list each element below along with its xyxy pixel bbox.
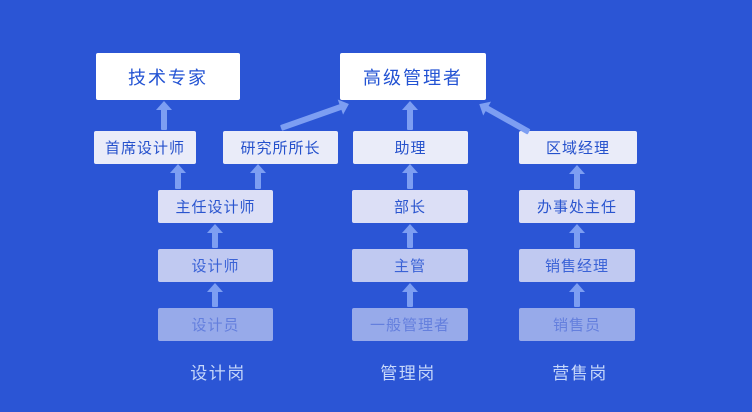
arrow-supervisor-to-minister <box>402 224 418 248</box>
node-junior-designer: 设计员 <box>158 308 273 341</box>
node-assistant: 助理 <box>353 131 468 164</box>
node-sales-manager: 销售经理 <box>519 249 635 282</box>
arrow-stem <box>407 291 413 307</box>
arrow-stem <box>407 172 413 189</box>
arrow-stem <box>574 291 580 307</box>
node-minister: 部长 <box>352 190 468 223</box>
node-tech-expert: 技术专家 <box>96 53 240 100</box>
column-label-management-track: 管理岗 <box>380 364 436 383</box>
arrow-institute-director-to-senior-manager <box>278 96 352 135</box>
arrow-sales-manager-to-office-director <box>569 224 585 248</box>
node-salesperson: 销售员 <box>519 308 635 341</box>
column-label-sales-track: 营售岗 <box>552 364 608 383</box>
arrow-stem <box>175 172 181 189</box>
node-designer: 设计师 <box>158 249 273 282</box>
arrow-stem <box>161 109 167 130</box>
arrow-head-icon <box>170 164 186 173</box>
node-office-director: 办事处主任 <box>519 190 635 223</box>
arrow-head-icon <box>402 224 418 233</box>
node-regional-manager: 区域经理 <box>519 131 637 164</box>
node-supervisor: 主管 <box>352 249 468 282</box>
arrow-head-icon <box>207 283 223 292</box>
arrow-head-icon <box>569 165 585 174</box>
node-director-designer: 主任设计师 <box>158 190 273 223</box>
arrow-director-designer-to-institute-director <box>250 164 266 189</box>
arrow-junior-designer-to-designer <box>207 283 223 307</box>
column-label-design-track: 设计岗 <box>190 364 246 383</box>
arrow-head-icon <box>156 101 172 110</box>
arrow-salesperson-to-sales-manager <box>569 283 585 307</box>
arrow-chief-designer-to-tech-expert <box>156 101 172 130</box>
arrow-head-icon <box>402 101 418 110</box>
arrow-head-icon <box>569 224 585 233</box>
arrow-stem <box>280 103 343 131</box>
arrow-stem <box>407 232 413 248</box>
arrow-director-designer-to-chief-designer <box>170 164 186 189</box>
arrow-stem <box>255 172 261 189</box>
arrow-general-manager-to-supervisor <box>402 283 418 307</box>
arrow-stem <box>484 105 531 135</box>
arrow-head-icon <box>569 283 585 292</box>
arrow-minister-to-assistant <box>402 164 418 189</box>
arrow-stem <box>212 232 218 248</box>
arrow-assistant-to-senior-manager <box>402 101 418 130</box>
arrow-head-icon <box>207 224 223 233</box>
node-chief-designer: 首席设计师 <box>94 131 196 164</box>
arrow-office-director-to-regional-manager <box>569 165 585 189</box>
arrow-designer-to-director-designer <box>207 224 223 248</box>
arrow-head-icon <box>402 164 418 173</box>
arrow-head-icon <box>250 164 266 173</box>
arrow-stem <box>574 173 580 189</box>
arrow-stem <box>574 232 580 248</box>
arrow-head-icon <box>402 283 418 292</box>
arrow-stem <box>407 109 413 130</box>
node-senior-manager: 高级管理者 <box>340 53 486 100</box>
arrow-stem <box>212 291 218 307</box>
node-general-manager: 一般管理者 <box>352 308 468 341</box>
arrow-regional-manager-to-senior-manager <box>475 97 533 139</box>
node-institute-director: 研究所所长 <box>223 131 338 164</box>
